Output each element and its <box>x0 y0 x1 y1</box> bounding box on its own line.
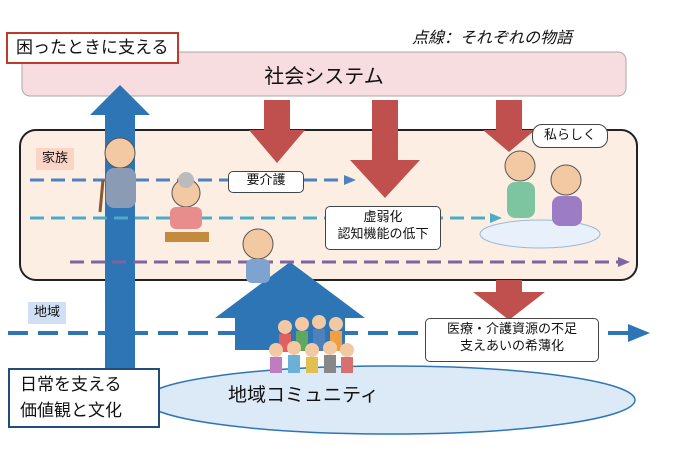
story-arrowhead-1 <box>344 175 356 185</box>
caregiver-illustration <box>479 150 601 249</box>
community-people-illustration <box>269 315 354 373</box>
middle-aged-man-illustration <box>242 228 274 283</box>
resource-shortage-box: 医療・介護資源の不足 支えあいの希薄化 <box>425 318 599 362</box>
social-system-label: 社会システム <box>264 63 384 88</box>
region-arrowhead <box>628 324 650 342</box>
family-panel <box>19 129 638 281</box>
down-arrow-4 <box>473 280 545 320</box>
region-tag: 地域 <box>28 302 67 324</box>
frailty-line-2: 認知機能の低下 <box>337 227 429 242</box>
family-tag: 家族 <box>36 148 75 170</box>
elderly-woman-illustration <box>165 172 209 242</box>
frailty-box: 虚弱化 認知機能の低下 <box>325 206 441 250</box>
shortage-line-2: 支えあいの希薄化 <box>459 339 564 354</box>
community-ellipse <box>144 365 636 435</box>
shortage-line-1: 医療・介護資源の不足 <box>446 322 577 337</box>
down-arrow-1 <box>249 100 305 163</box>
be-myself-bubble: 私らしく <box>532 124 608 148</box>
daily-values-line-2: 価値観と文化 <box>20 401 122 421</box>
story-arrowhead-2 <box>490 213 502 223</box>
care-needed-box: 要介護 <box>228 171 304 193</box>
support-when-in-trouble-callout: 困ったときに支える <box>6 32 179 64</box>
elderly-man-illustration <box>98 137 136 213</box>
up-arrow-center <box>215 262 365 350</box>
frailty-line-1: 虚弱化 <box>363 210 403 225</box>
down-arrow-2 <box>350 100 420 198</box>
dotted-line-note: 点線：それぞれの物語 <box>412 28 573 47</box>
daily-values-line-1: 日常を支える <box>20 375 122 395</box>
down-arrow-3 <box>483 100 535 152</box>
daily-values-box: 日常を支える 価値観と文化 <box>8 368 160 428</box>
local-community-label: 地域コミュニティ <box>228 384 379 406</box>
story-arrowhead-3 <box>618 257 630 267</box>
